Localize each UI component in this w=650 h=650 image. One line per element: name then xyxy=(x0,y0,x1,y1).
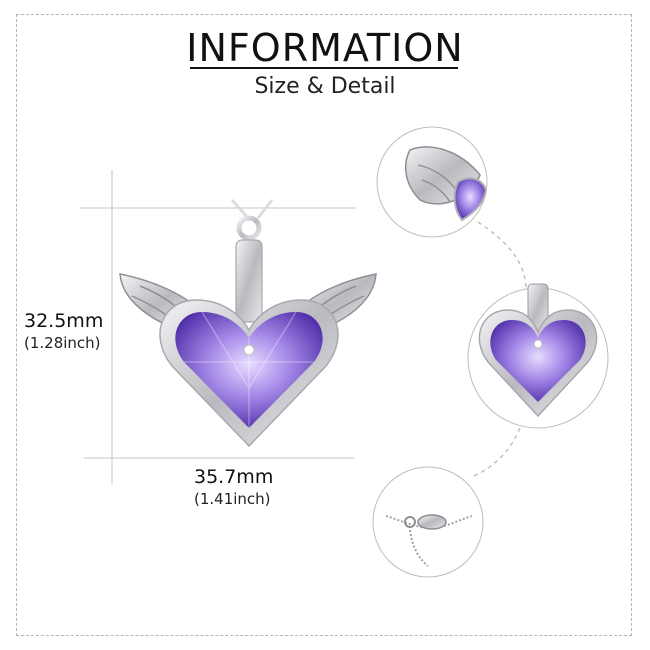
chain-detail-circle xyxy=(372,466,484,578)
height-mm-label: 32.5mm xyxy=(24,310,104,332)
width-mm-label: 35.7mm xyxy=(194,466,274,488)
width-inch-label: (1.41inch) xyxy=(194,490,271,508)
dimension-lines xyxy=(80,170,356,485)
pendant-main xyxy=(119,199,377,448)
callout-connectors xyxy=(473,221,527,477)
page-subtitle: Size & Detail xyxy=(254,74,396,99)
page-title: INFORMATION xyxy=(186,26,464,70)
heart-detail-circle xyxy=(467,283,609,429)
title-underline xyxy=(190,67,458,69)
height-inch-label: (1.28inch) xyxy=(24,334,101,352)
wing-detail-circle xyxy=(376,126,488,238)
dashed-frame xyxy=(16,14,632,636)
